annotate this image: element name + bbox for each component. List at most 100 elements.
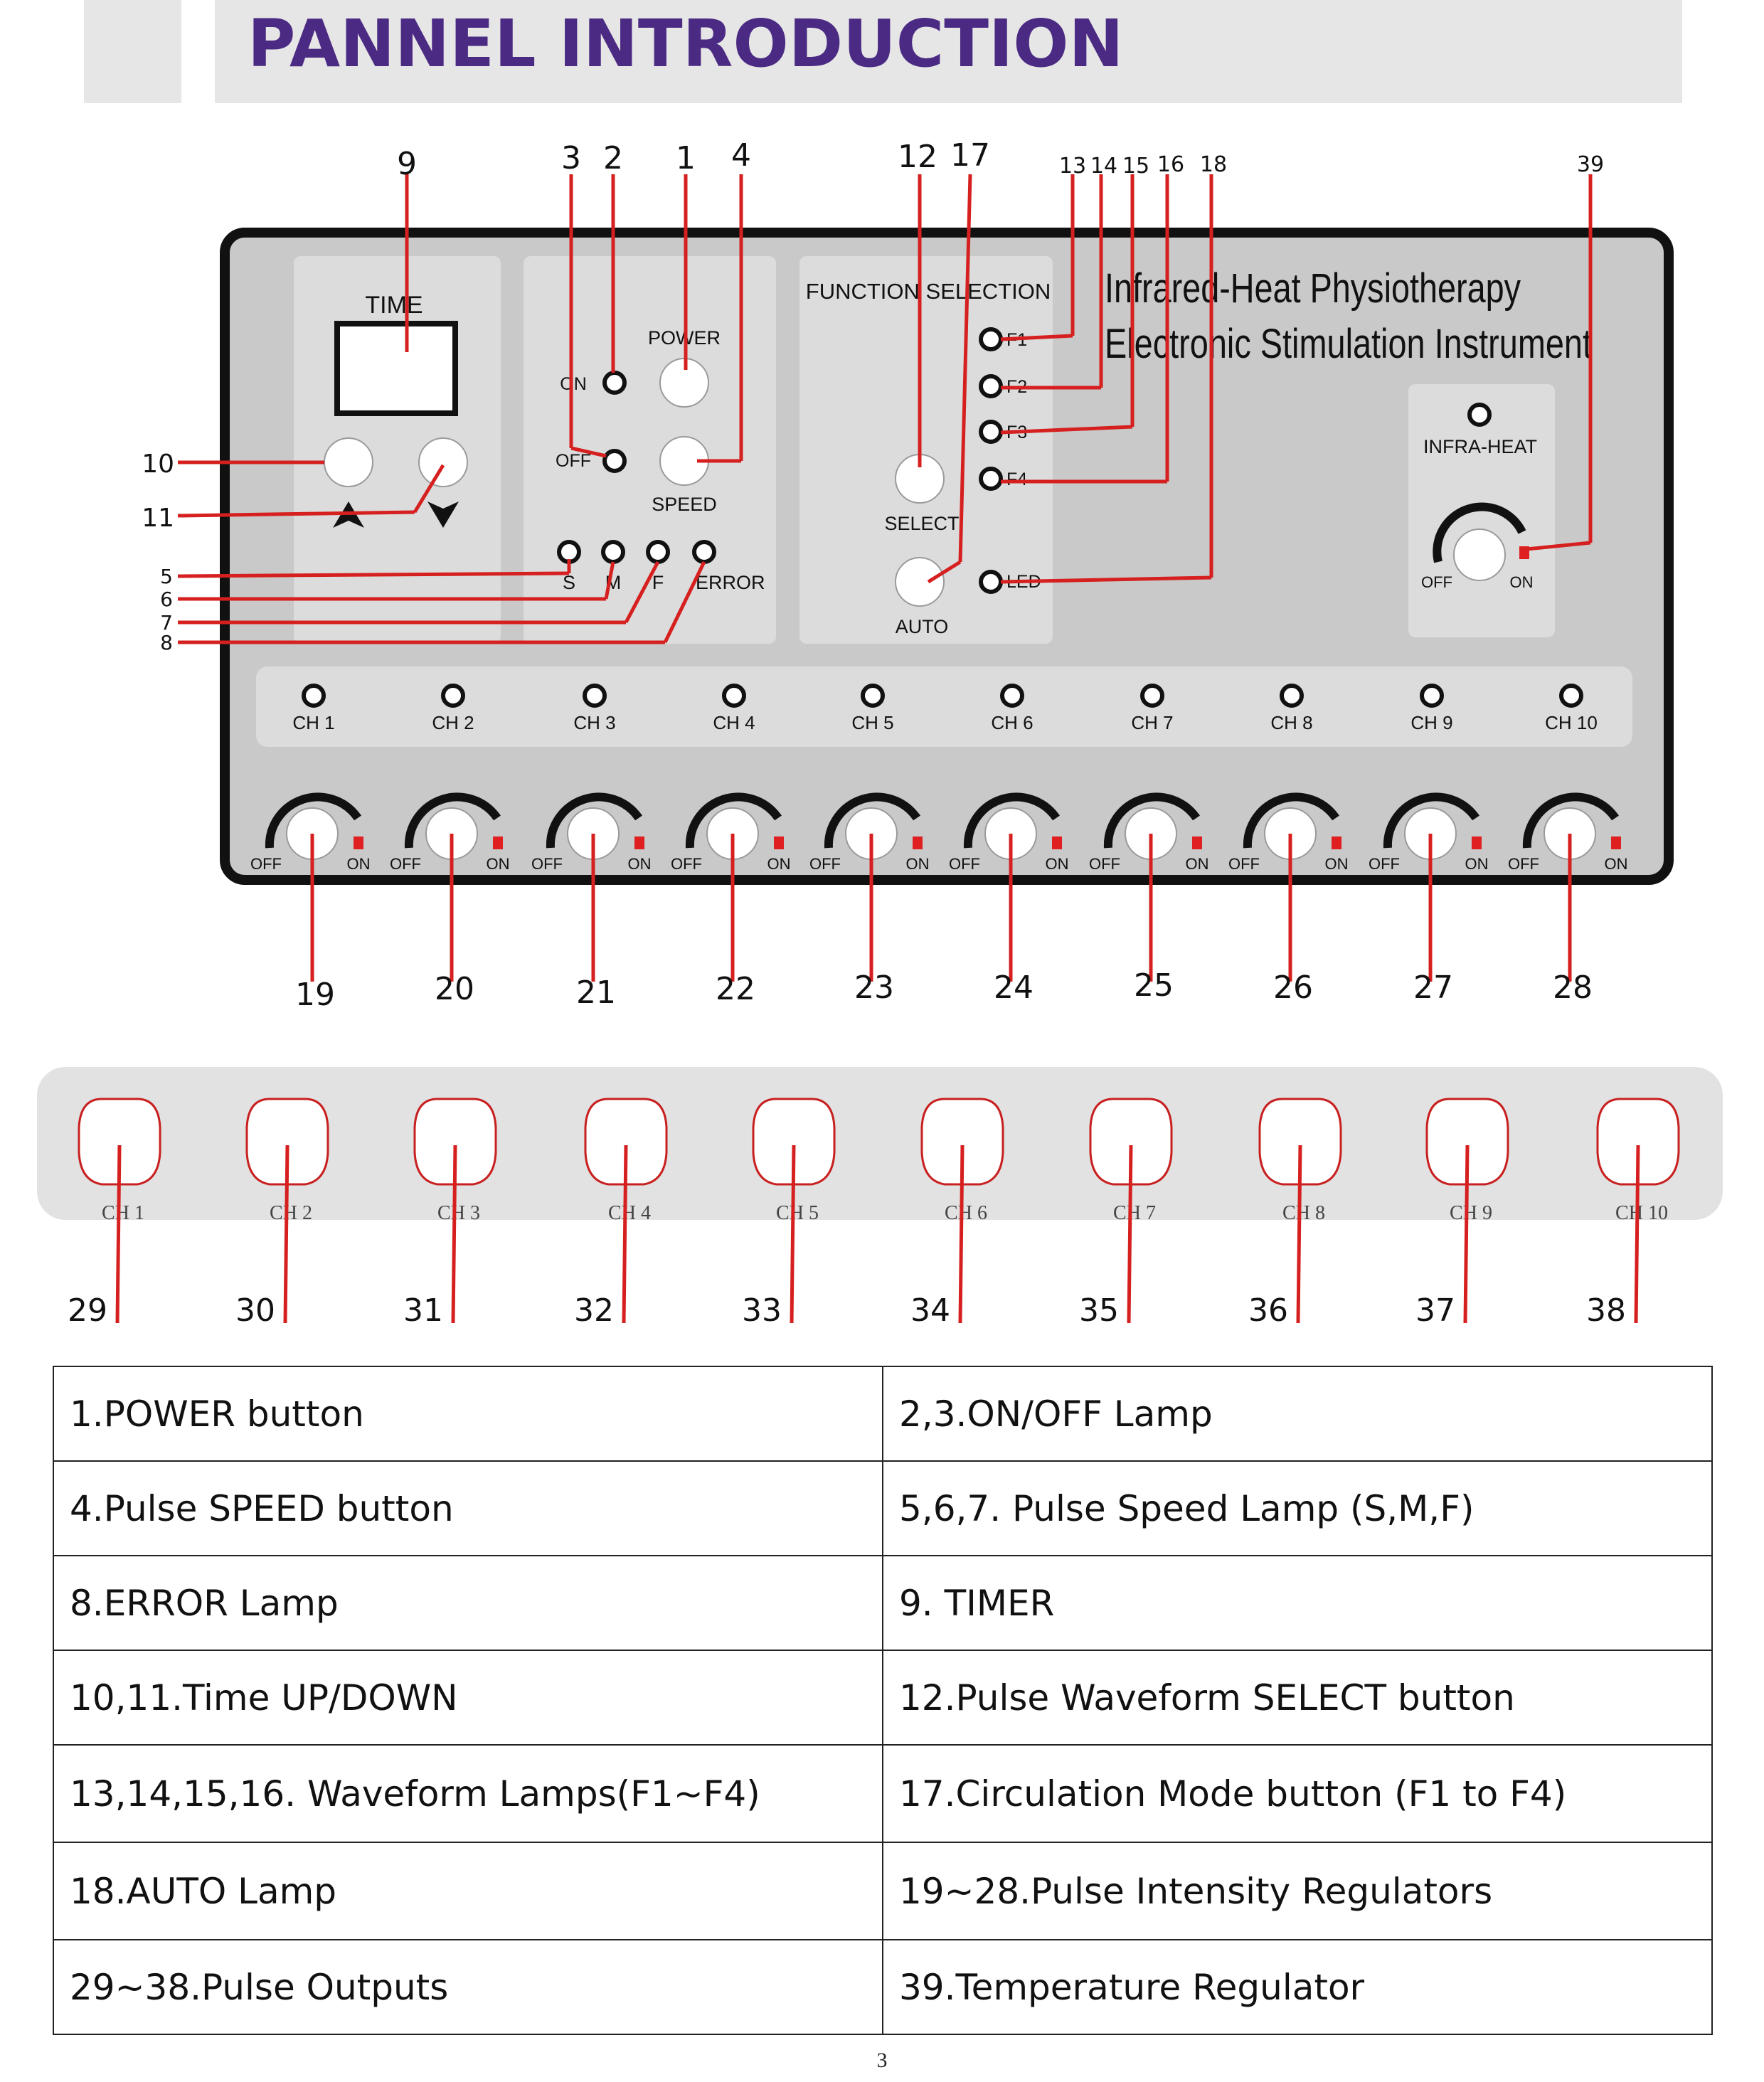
channel-lamp-label: CH 8 (1270, 712, 1312, 733)
channel-lamp-label: CH 6 (991, 712, 1033, 733)
legend-cell: 1.POWER button (53, 1366, 883, 1462)
auto-button[interactable] (895, 557, 945, 607)
pulse-output-9[interactable] (1425, 1098, 1509, 1186)
legend-cell: 18.AUTO Lamp (53, 1842, 883, 1940)
page-number: 3 (876, 2049, 888, 2072)
time-down-button[interactable] (418, 437, 468, 487)
on-label: ON (560, 374, 587, 394)
callout-2: 2 (603, 140, 623, 176)
output-label: CH 9 (1450, 1202, 1492, 1224)
off-lamp (602, 449, 627, 473)
callout-regulator: 21 (576, 974, 616, 1011)
legend-cell: 19~28.Pulse Intensity Regulators (882, 1842, 1713, 1940)
channel-lamp-2 (441, 684, 465, 708)
legend-cell: 5,6,7. Pulse Speed Lamp (S,M,F) (882, 1460, 1713, 1556)
callout-5: 5 (160, 565, 173, 588)
callout-line (1463, 1144, 1470, 1324)
channel-lamp-9 (1420, 684, 1444, 708)
infra-heat-lamp (1467, 403, 1492, 427)
knob-on-label: ON (628, 855, 652, 873)
callout-regulator: 19 (295, 977, 335, 1013)
knob-off-label: OFF (809, 855, 841, 873)
knob-off-label: OFF (1369, 855, 1400, 873)
pulse-output-6[interactable] (920, 1098, 1004, 1186)
knob-on-mark (1052, 836, 1062, 849)
callout-lines (177, 174, 1593, 644)
knob-off-label: OFF (1089, 855, 1120, 873)
channel-lamp-4 (722, 684, 746, 708)
callout-16: 16 (1157, 152, 1184, 177)
callout-6: 6 (160, 588, 173, 611)
callout-13: 13 (1059, 154, 1086, 179)
knob-arc (963, 792, 1060, 849)
pulse-output-3[interactable] (413, 1098, 497, 1186)
channel-lamp-3 (583, 684, 607, 708)
callout-1: 1 (676, 140, 696, 176)
knob-off-label: OFF (1228, 855, 1260, 873)
callout-18: 18 (1200, 152, 1227, 177)
speed-lamp-s (557, 540, 581, 564)
channel-lamp-1 (302, 684, 326, 708)
pulse-output-5[interactable] (752, 1098, 836, 1186)
pulse-output-2[interactable] (245, 1098, 329, 1186)
pulse-output-4[interactable] (584, 1098, 668, 1186)
callout-output: 34 (910, 1292, 950, 1329)
callout-line (790, 1144, 796, 1324)
callout-17: 17 (950, 137, 990, 174)
arrow-down-icon (427, 501, 459, 528)
callout-line (1634, 1144, 1640, 1324)
knob-arc (1243, 792, 1339, 849)
temperature-regulator-knob[interactable] (1453, 529, 1506, 581)
speed-lamp-m (601, 540, 625, 564)
callout-regulator: 28 (1553, 970, 1593, 1006)
time-up-button[interactable] (324, 437, 373, 487)
knob-arc (546, 792, 642, 849)
callout-output: 33 (742, 1292, 782, 1329)
callout-regulator: 23 (854, 970, 894, 1006)
speed-lamp-error (692, 540, 716, 564)
callout-output: 29 (68, 1292, 107, 1329)
callout-output: 31 (403, 1292, 443, 1329)
knob-arc (1522, 792, 1619, 849)
callout-11: 11 (142, 504, 174, 533)
pulse-output-7[interactable] (1089, 1098, 1173, 1186)
infra-heat-on-label: ON (1510, 573, 1534, 591)
legend-cell: 9. TIMER (882, 1555, 1713, 1651)
speed-label: SPEED (652, 494, 717, 515)
knob-off-label: OFF (671, 855, 702, 873)
knob-on-mark (774, 836, 784, 849)
knob-arc (1383, 792, 1479, 849)
channel-lamp-label: CH 3 (573, 712, 615, 733)
function-title: FUNCTION SELECTION (806, 279, 1051, 304)
legend-cell: 39.Temperature Regulator (882, 1939, 1713, 2035)
channel-lamp-label: CH 7 (1131, 712, 1173, 733)
output-label: CH 2 (270, 1202, 312, 1224)
knob-on-mark (913, 836, 923, 849)
time-label: TIME (365, 292, 423, 319)
channel-lamp-label: CH 5 (851, 712, 893, 733)
brand-line-1: Infrared-Heat Physiotherapy (1105, 265, 1521, 312)
knob-on-mark (1611, 836, 1621, 849)
channel-lamp-8 (1280, 684, 1304, 708)
knob-off-label: OFF (1508, 855, 1539, 873)
knob-off-label: OFF (250, 855, 282, 873)
pulse-output-8[interactable] (1258, 1098, 1342, 1186)
knob-on-mark (493, 836, 503, 849)
pulse-output-1[interactable] (78, 1098, 161, 1186)
speed-lamp-f (646, 540, 670, 564)
infra-heat-off-label: OFF (1421, 573, 1452, 591)
knob-arc (685, 792, 782, 849)
callout-labels: 9 3 2 1 4 12 17 13 14 15 16 18 39 10 11 … (142, 137, 1604, 654)
callout-14: 14 (1090, 154, 1117, 179)
callout-output: 37 (1415, 1292, 1455, 1329)
callout-8: 8 (160, 631, 173, 654)
callout-line (1127, 1144, 1133, 1324)
legend-cell: 8.ERROR Lamp (53, 1555, 883, 1651)
knob-on-label: ON (767, 855, 791, 873)
callout-4: 4 (731, 137, 751, 174)
pulse-output-10[interactable] (1596, 1098, 1680, 1186)
